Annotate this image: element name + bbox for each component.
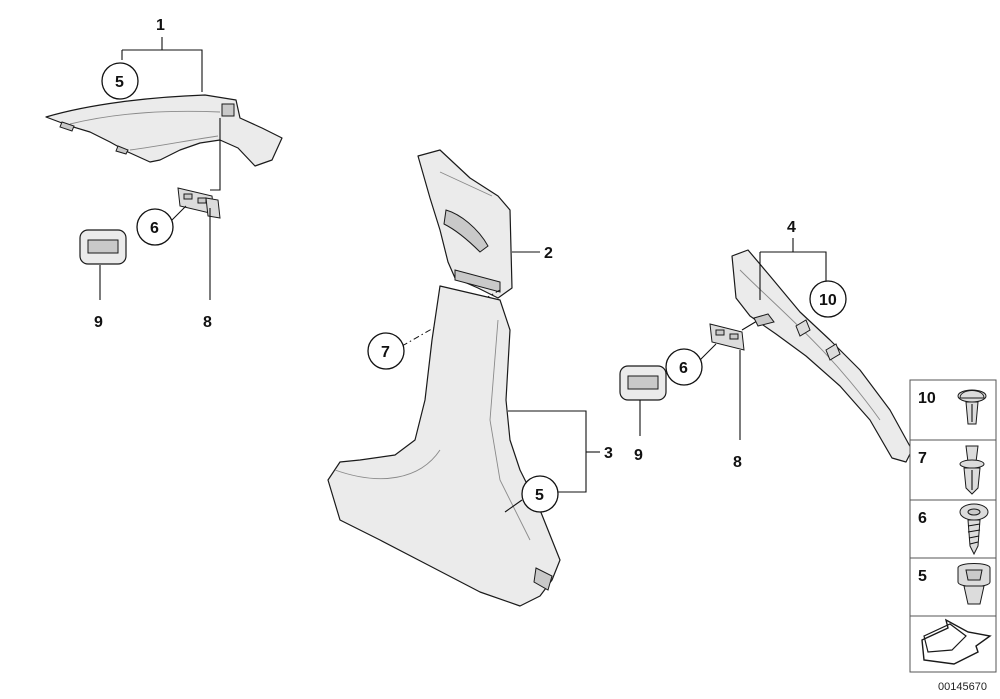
callout-circle-top-left-inner — [101, 62, 139, 100]
callout-circle-b-pillar-rivet — [367, 332, 405, 370]
b-pillar-upper-trim — [417, 149, 513, 299]
callout-top-left-bracket: 8 — [203, 314, 212, 331]
callout-circle-rear-clip — [665, 348, 703, 386]
callout-top-left-inner: 5 — [115, 74, 124, 91]
callout-circle-b-pillar-inner — [521, 475, 559, 513]
expanding-rivet-icon — [957, 389, 987, 425]
callout-b-pillar-rivet: 7 — [381, 344, 390, 361]
clip-bracket-rear — [709, 323, 745, 351]
screw-icon — [959, 503, 989, 556]
a-pillar-trim — [45, 94, 283, 167]
legend-number-7: 7 — [918, 450, 927, 467]
callout-c-pillar-inner: 10 — [819, 292, 837, 309]
callout-top-left-clip: 6 — [150, 220, 159, 237]
badge-top-left — [79, 229, 127, 265]
callout-rear-clip: 6 — [679, 360, 688, 377]
callout-b-pillar-lower: 3 — [604, 445, 613, 462]
legend-number-5: 5 — [918, 568, 927, 585]
badge-rear — [619, 365, 667, 401]
callout-top-left-assembly: 1 — [156, 17, 165, 34]
push-rivet-icon — [959, 445, 985, 495]
callout-rear-badge: 9 — [634, 447, 643, 464]
c-pillar-trim — [731, 249, 913, 463]
b-pillar-lower-trim — [327, 285, 561, 607]
direction-arrow-icon — [921, 618, 992, 665]
fastener-legend: 10 7 6 5 — [909, 379, 997, 673]
document-number: 00145670 — [938, 681, 987, 693]
clip-bracket-top-left — [177, 187, 221, 219]
legend-number-10: 10 — [918, 390, 936, 407]
callout-top-left-badge: 9 — [94, 314, 103, 331]
callout-circle-top-left-clip — [136, 208, 174, 246]
callout-b-pillar-inner: 5 — [535, 487, 544, 504]
callout-c-pillar-assembly: 4 — [787, 219, 796, 236]
callout-rear-bracket: 8 — [733, 454, 742, 471]
callout-circle-c-pillar-inner — [809, 280, 847, 318]
legend-number-6: 6 — [918, 510, 927, 527]
clip-nut-icon — [957, 563, 991, 605]
callout-b-pillar-upper: 2 — [544, 245, 553, 262]
